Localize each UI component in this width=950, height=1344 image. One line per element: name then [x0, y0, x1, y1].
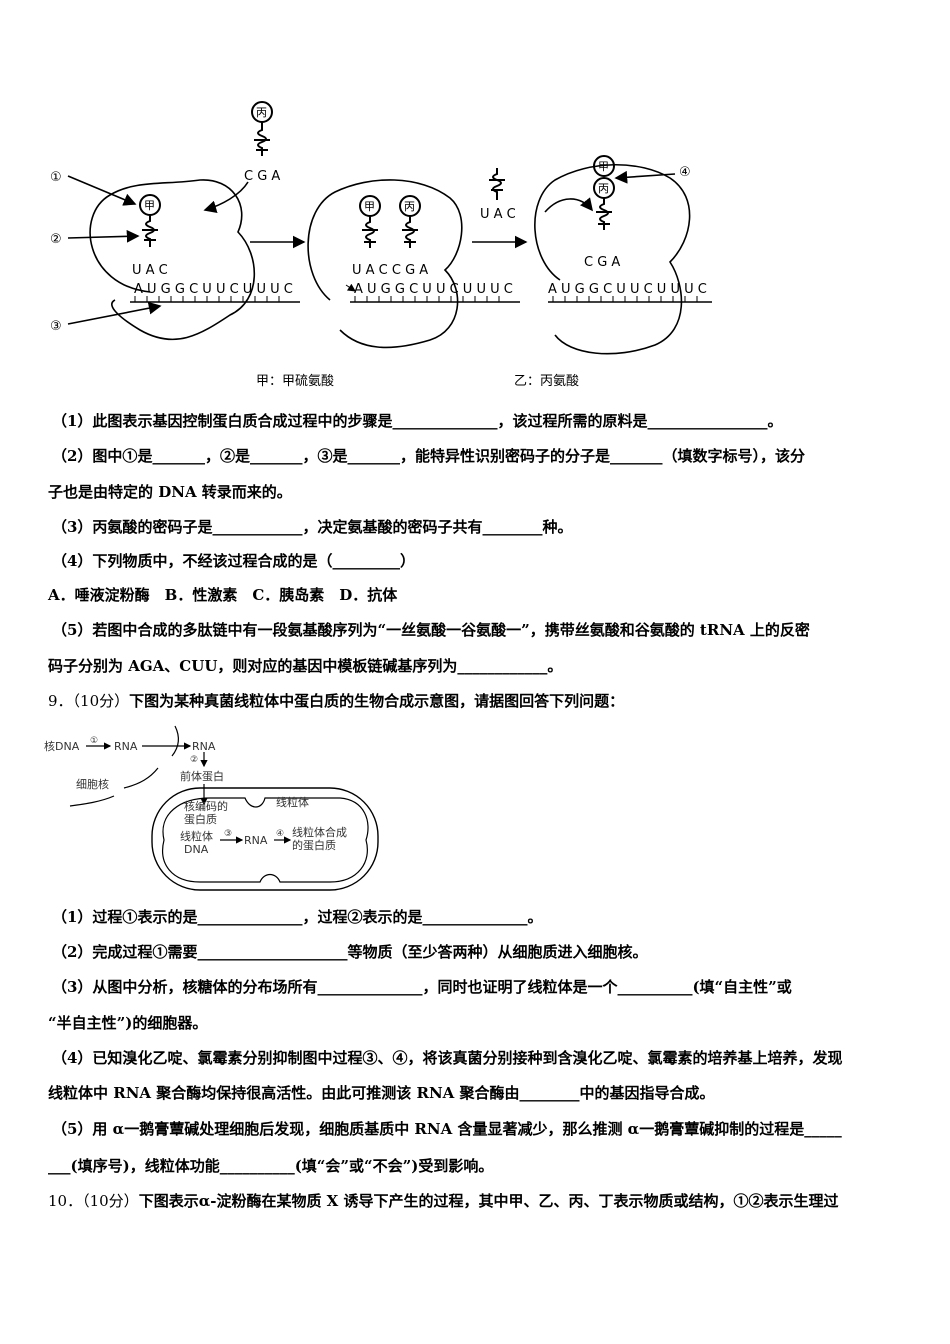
svg-text:核编码的: 核编码的 — [184, 799, 228, 813]
ribosome-2 — [307, 179, 463, 349]
svg-text:甲: 甲 — [364, 200, 375, 213]
trna-leaving — [489, 168, 505, 200]
q9-heading: 9．（10分）下图为某种真菌线粒体中蛋白质的生物合成示意图，请据图回答下列问题： — [48, 691, 908, 711]
q9-part3: （3）从图中分析，核糖体的分布场所有______________，同时也证明了线… — [52, 978, 792, 996]
svg-text:U A C: U A C — [132, 263, 168, 278]
caption-jia: 甲：甲硫氨酸 — [256, 374, 334, 389]
q8-part1: （1）此图表示基因控制蛋白质合成过程中的步骤是______________，该过… — [52, 412, 783, 430]
q9-part5-cont: ___(填序号)，线粒体功能__________(填“会”或“不会”)受到影响。 — [48, 1157, 494, 1175]
svg-text:线粒体合成: 线粒体合成 — [292, 825, 347, 839]
svg-text:线粒体: 线粒体 — [180, 829, 213, 843]
svg-text:前体蛋白: 前体蛋白 — [180, 769, 224, 783]
q8-part4: （4）下列物质中，不经该过程合成的是（_________） — [52, 552, 415, 570]
q9-part3-cont: “半自主性”)的细胞器。 — [48, 1014, 208, 1032]
q8-part5: （5）若图中合成的多肽链中有一段氨基酸序列为“一丝氨酸一谷氨酸一”，携带丝氨酸和… — [52, 621, 810, 639]
trna-2a — [359, 195, 381, 248]
q10-text: 下图表示α-淀粉酶在某物质 X 诱导下产生的过程，其中甲、乙、丙、丁表示物质或结… — [138, 1192, 839, 1210]
trna-2b — [399, 195, 421, 248]
mitochondria-diagram: 核DNA ① RNA RNA ② 细胞核 前体蛋白 线粒体 核编码的 蛋白质 线… — [44, 725, 379, 891]
q9-text: 下图为某种真菌线粒体中蛋白质的生物合成示意图，请据图回答下列问题： — [129, 692, 625, 710]
label-4: ④ — [679, 165, 691, 180]
label-2: ② — [50, 232, 62, 247]
trna-3 — [593, 155, 615, 230]
q8-part3: （3）丙氨酸的密码子是____________，决定氨基酸的密码子共有_____… — [52, 518, 573, 536]
svg-text:的蛋白质: 的蛋白质 — [292, 838, 336, 852]
svg-text:①: ① — [90, 736, 98, 746]
q10-number: 10．（10分） — [48, 1192, 139, 1210]
svg-text:RNA: RNA — [244, 834, 268, 847]
svg-text:C G A: C G A — [244, 169, 280, 184]
svg-text:②: ② — [190, 755, 198, 765]
svg-text:蛋白质: 蛋白质 — [184, 812, 217, 826]
trna-top — [251, 101, 273, 156]
svg-text:④: ④ — [276, 829, 284, 839]
svg-text:DNA: DNA — [184, 843, 209, 856]
q9-part5: （5）用 α一鹅膏蕈碱处理细胞后发现，细胞质基质中 RNA 含量显著减少，那么推… — [52, 1120, 842, 1138]
q9-part1: （1）过程①表示的是______________，过程②表示的是________… — [52, 908, 543, 926]
q8-part2: （2）图中①是_______，②是_______，③是_______，能特异性识… — [52, 447, 805, 465]
label-3: ③ — [50, 319, 62, 334]
svg-text:A U G G C U U C U U U C: A U G G C U U C U U U C — [548, 282, 707, 297]
label-1: ① — [50, 170, 62, 185]
svg-text:甲: 甲 — [144, 199, 155, 212]
q8-part2-cont: 子也是由特定的 DNA 转录而来的。 — [48, 483, 292, 501]
svg-text:核DNA: 核DNA — [44, 739, 80, 753]
trna-1 — [139, 194, 161, 247]
svg-text:丙: 丙 — [404, 200, 415, 213]
svg-text:③: ③ — [224, 829, 232, 839]
caption-yi: 乙：丙氨酸 — [514, 374, 579, 389]
q9-part4: （4）已知溴化乙啶、氯霉素分别抑制图中过程③、④，将该真菌分别接种到含溴化乙啶、… — [52, 1049, 843, 1067]
svg-text:丙: 丙 — [256, 106, 267, 119]
svg-text:C G A: C G A — [584, 255, 620, 270]
svg-text:U A C C G A: U A C C G A — [352, 263, 428, 278]
svg-text:RNA: RNA — [114, 740, 138, 753]
svg-text:U A C: U A C — [480, 207, 516, 222]
q8-options: A．唾液淀粉酶 B．性激素 C．胰岛素 D．抗体 — [48, 586, 398, 604]
svg-text:线粒体: 线粒体 — [276, 795, 309, 809]
svg-text:丙: 丙 — [598, 182, 609, 195]
translation-diagram: ① ② ③ ④ 丙 甲 甲 丙 甲 丙 C G A U A C U A C C … — [50, 101, 712, 389]
q10-heading: 10．（10分）下图表示α-淀粉酶在某物质 X 诱导下产生的过程，其中甲、乙、丙… — [48, 1191, 908, 1211]
ribosome-1 — [89, 179, 256, 341]
ribosome-3 — [534, 163, 691, 355]
svg-text:A U G G C U U C U U U C: A U G G C U U C U U U C — [354, 282, 513, 297]
q9-part2: （2）完成过程①需要____________________等物质（至少答两种）… — [52, 943, 648, 961]
svg-text:甲: 甲 — [598, 160, 609, 173]
q9-number: 9．（10分） — [48, 692, 130, 710]
svg-text:细胞核: 细胞核 — [76, 777, 109, 791]
q9-part4-cont: 线粒体中 RNA 聚合酶均保持很高活性。由此可推测该 RNA 聚合酶由_____… — [48, 1084, 715, 1102]
svg-text:RNA: RNA — [192, 740, 216, 753]
svg-text:A U G G C U U C U U U C: A U G G C U U C U U U C — [134, 282, 293, 297]
q8-part5-cont: 码子分别为 AGA、CUU，则对应的基因中模板链碱基序列为___________… — [48, 657, 563, 675]
